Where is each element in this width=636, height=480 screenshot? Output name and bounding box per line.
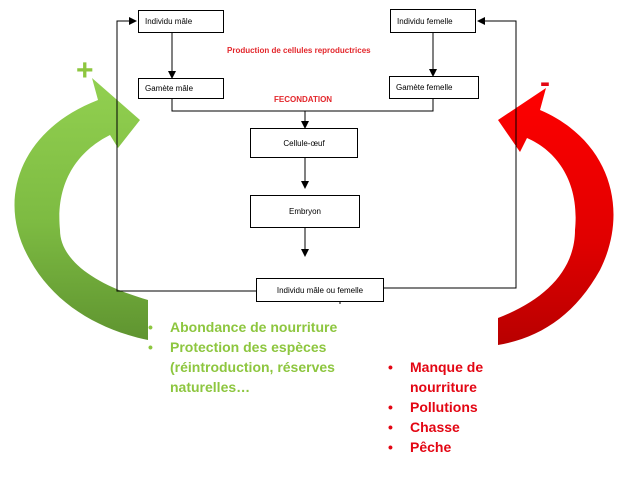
red-curved-arrow	[498, 88, 614, 345]
box-offspring: Individu mâle ou femelle	[256, 278, 384, 302]
positive-factor-item: Protection des espèces (réintroduction, …	[148, 337, 338, 397]
line-gametes-join	[171, 99, 434, 112]
plus-sign: +	[76, 54, 94, 87]
negative-factors-list: Manque de nourriture Pollutions Chasse P…	[388, 357, 538, 457]
negative-factor-item: Pêche	[388, 437, 538, 457]
box-female-gamete: Gamète femelle	[389, 76, 479, 99]
positive-factor-item: Abondance de nourriture	[148, 317, 338, 337]
box-egg-cell: Cellule-œuf	[250, 128, 358, 158]
label-fecondation: FECONDATION	[274, 95, 333, 104]
loop-right	[384, 17, 517, 289]
box-male-gamete: Gamète mâle	[138, 78, 224, 99]
negative-factor-item: Pollutions	[388, 397, 538, 417]
box-male-individual: Individu mâle	[138, 10, 224, 33]
negative-factor-item: Chasse	[388, 417, 538, 437]
loop-left	[116, 17, 256, 292]
box-female-individual: Individu femelle	[390, 9, 476, 33]
minus-sign: -	[540, 66, 550, 99]
green-curved-arrow	[14, 78, 148, 340]
label-production: Production de cellules reproductrices	[227, 46, 371, 55]
negative-factor-item: Manque de nourriture	[388, 357, 538, 397]
positive-factors-list: Abondance de nourriture Protection des e…	[148, 317, 338, 397]
box-embryo: Embryon	[250, 195, 360, 228]
